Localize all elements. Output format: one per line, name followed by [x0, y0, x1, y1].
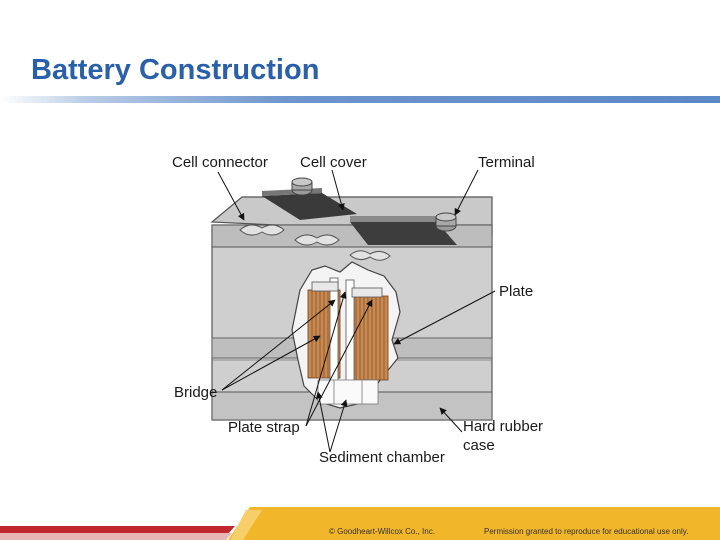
- leader-cell-connector: [217, 171, 245, 221]
- footer-band: [0, 507, 720, 540]
- terminals: [291, 177, 457, 232]
- leader-plate-strap-1: [305, 291, 347, 427]
- label-cell-connector: Cell connector: [172, 154, 268, 171]
- leader-bridge-1: [221, 299, 336, 391]
- leader-lines: [217, 169, 496, 453]
- label-hard-rubber-case-line2: case: [463, 437, 495, 454]
- cutaway: [291, 261, 401, 409]
- label-plate: Plate: [499, 283, 534, 300]
- title-rule: [0, 96, 720, 103]
- label-sediment-chamber: Sediment chamber: [319, 449, 445, 466]
- footer-permission: Permission granted to reproduce for educ…: [484, 527, 689, 536]
- footer-copyright: © Goodheart-Willcox Co., Inc.: [329, 527, 435, 536]
- page-title: Battery Construction: [31, 54, 320, 86]
- label-hard-rubber-case-line1: Hard rubber: [463, 418, 544, 435]
- label-bridge: Bridge: [174, 384, 218, 401]
- leader-hard-rubber-case: [439, 407, 463, 433]
- cell-connectors: [239, 224, 391, 261]
- leader-sediment-2: [329, 399, 348, 453]
- label-plate-strap: Plate strap: [228, 419, 300, 436]
- leader-sediment-1: [315, 391, 331, 453]
- leader-terminal: [454, 169, 479, 216]
- plate-stack-right: [347, 295, 389, 381]
- cell-covers: [262, 188, 457, 245]
- label-cell-cover: Cell cover: [300, 154, 367, 171]
- leader-bridge-2: [221, 335, 321, 391]
- leader-plate: [393, 290, 496, 345]
- leader-plate-strap-2: [305, 299, 373, 427]
- leader-cell-cover: [331, 169, 345, 211]
- label-terminal: Terminal: [478, 154, 535, 171]
